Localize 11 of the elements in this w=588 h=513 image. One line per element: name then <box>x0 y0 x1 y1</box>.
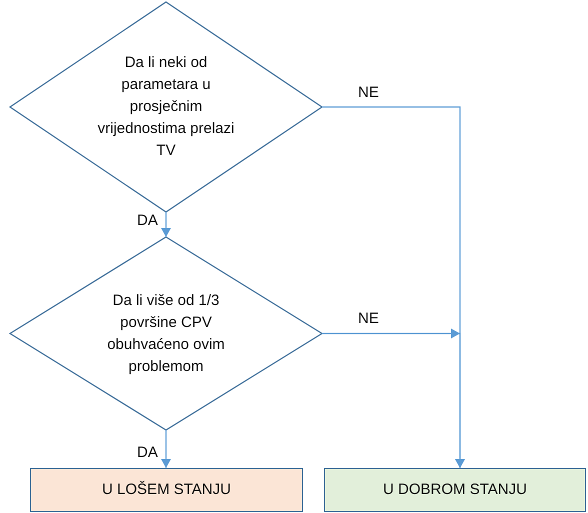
decision-diamond <box>8 1 324 213</box>
result-label: U DOBROM STANJU <box>383 480 527 500</box>
arrow <box>322 328 465 468</box>
result-box <box>30 468 303 512</box>
decision-diamond <box>8 236 324 431</box>
question-text: Da li više od 1/3 površine CPV obuhvaćeno ovim problemom <box>106 290 226 376</box>
result-label: U LOŠEM STANJU <box>102 480 231 500</box>
result-box <box>324 468 586 512</box>
arrow <box>161 430 171 468</box>
arrow <box>161 212 171 237</box>
question-text: Da li neki od parametara u prosječnim vrijednostima prelazi TV <box>96 53 236 161</box>
